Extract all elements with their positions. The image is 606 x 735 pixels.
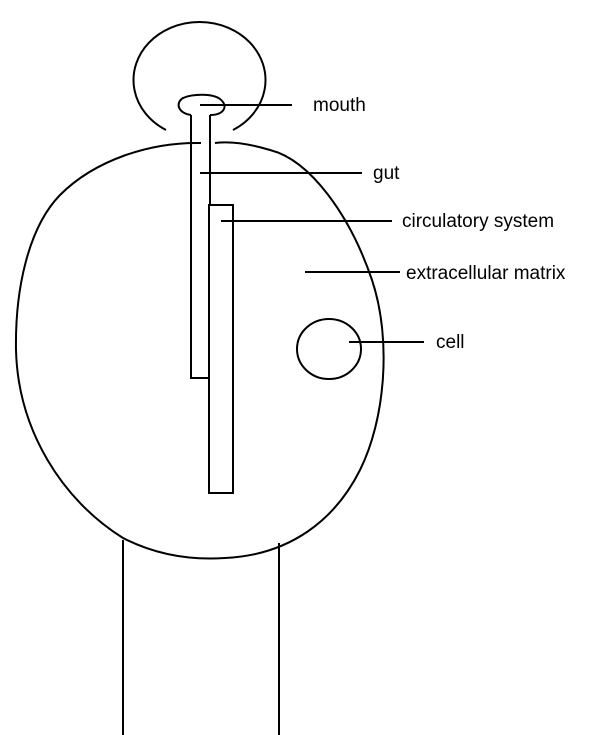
head-outline: [134, 22, 266, 130]
circulatory-system-rect: [209, 205, 233, 493]
cell-circle: [297, 319, 361, 379]
extracellular-matrix-label: extracellular matrix: [406, 263, 566, 284]
mouth-label: mouth: [313, 95, 366, 116]
gut-label: gut: [373, 163, 400, 184]
circulatory-system-label: circulatory system: [402, 211, 554, 232]
cell-label: cell: [436, 332, 465, 353]
body-outline: [16, 142, 384, 558]
gut-tube: [191, 115, 210, 378]
